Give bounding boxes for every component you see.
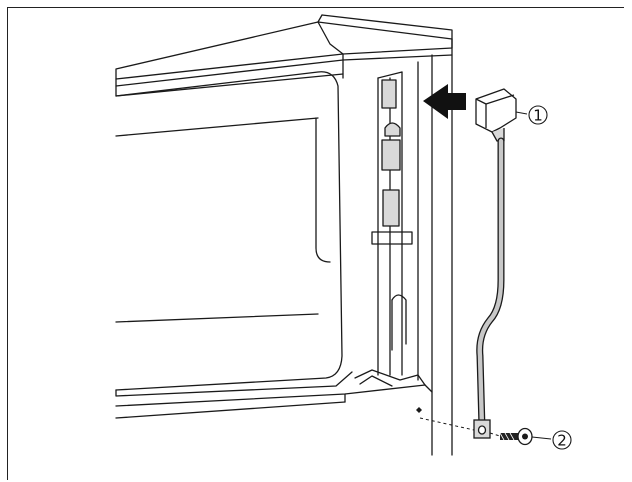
screw-guide-line [419, 417, 501, 437]
power-cable [476, 137, 505, 432]
appliance-interior-panel [115, 71, 426, 419]
ground-screw [499, 427, 533, 446]
callout-2-label: 2 [557, 432, 567, 450]
figure-frame [7, 7, 624, 480]
power-connector [475, 88, 517, 142]
callout-2: 2 [531, 430, 572, 450]
hinge-rail-assembly [354, 71, 426, 387]
screw-hole-marker [416, 407, 422, 413]
push-arrow-icon [423, 84, 466, 119]
ground-terminal [473, 419, 491, 439]
callout-1: 1 [515, 105, 548, 125]
callout-1-label: 1 [533, 107, 543, 125]
